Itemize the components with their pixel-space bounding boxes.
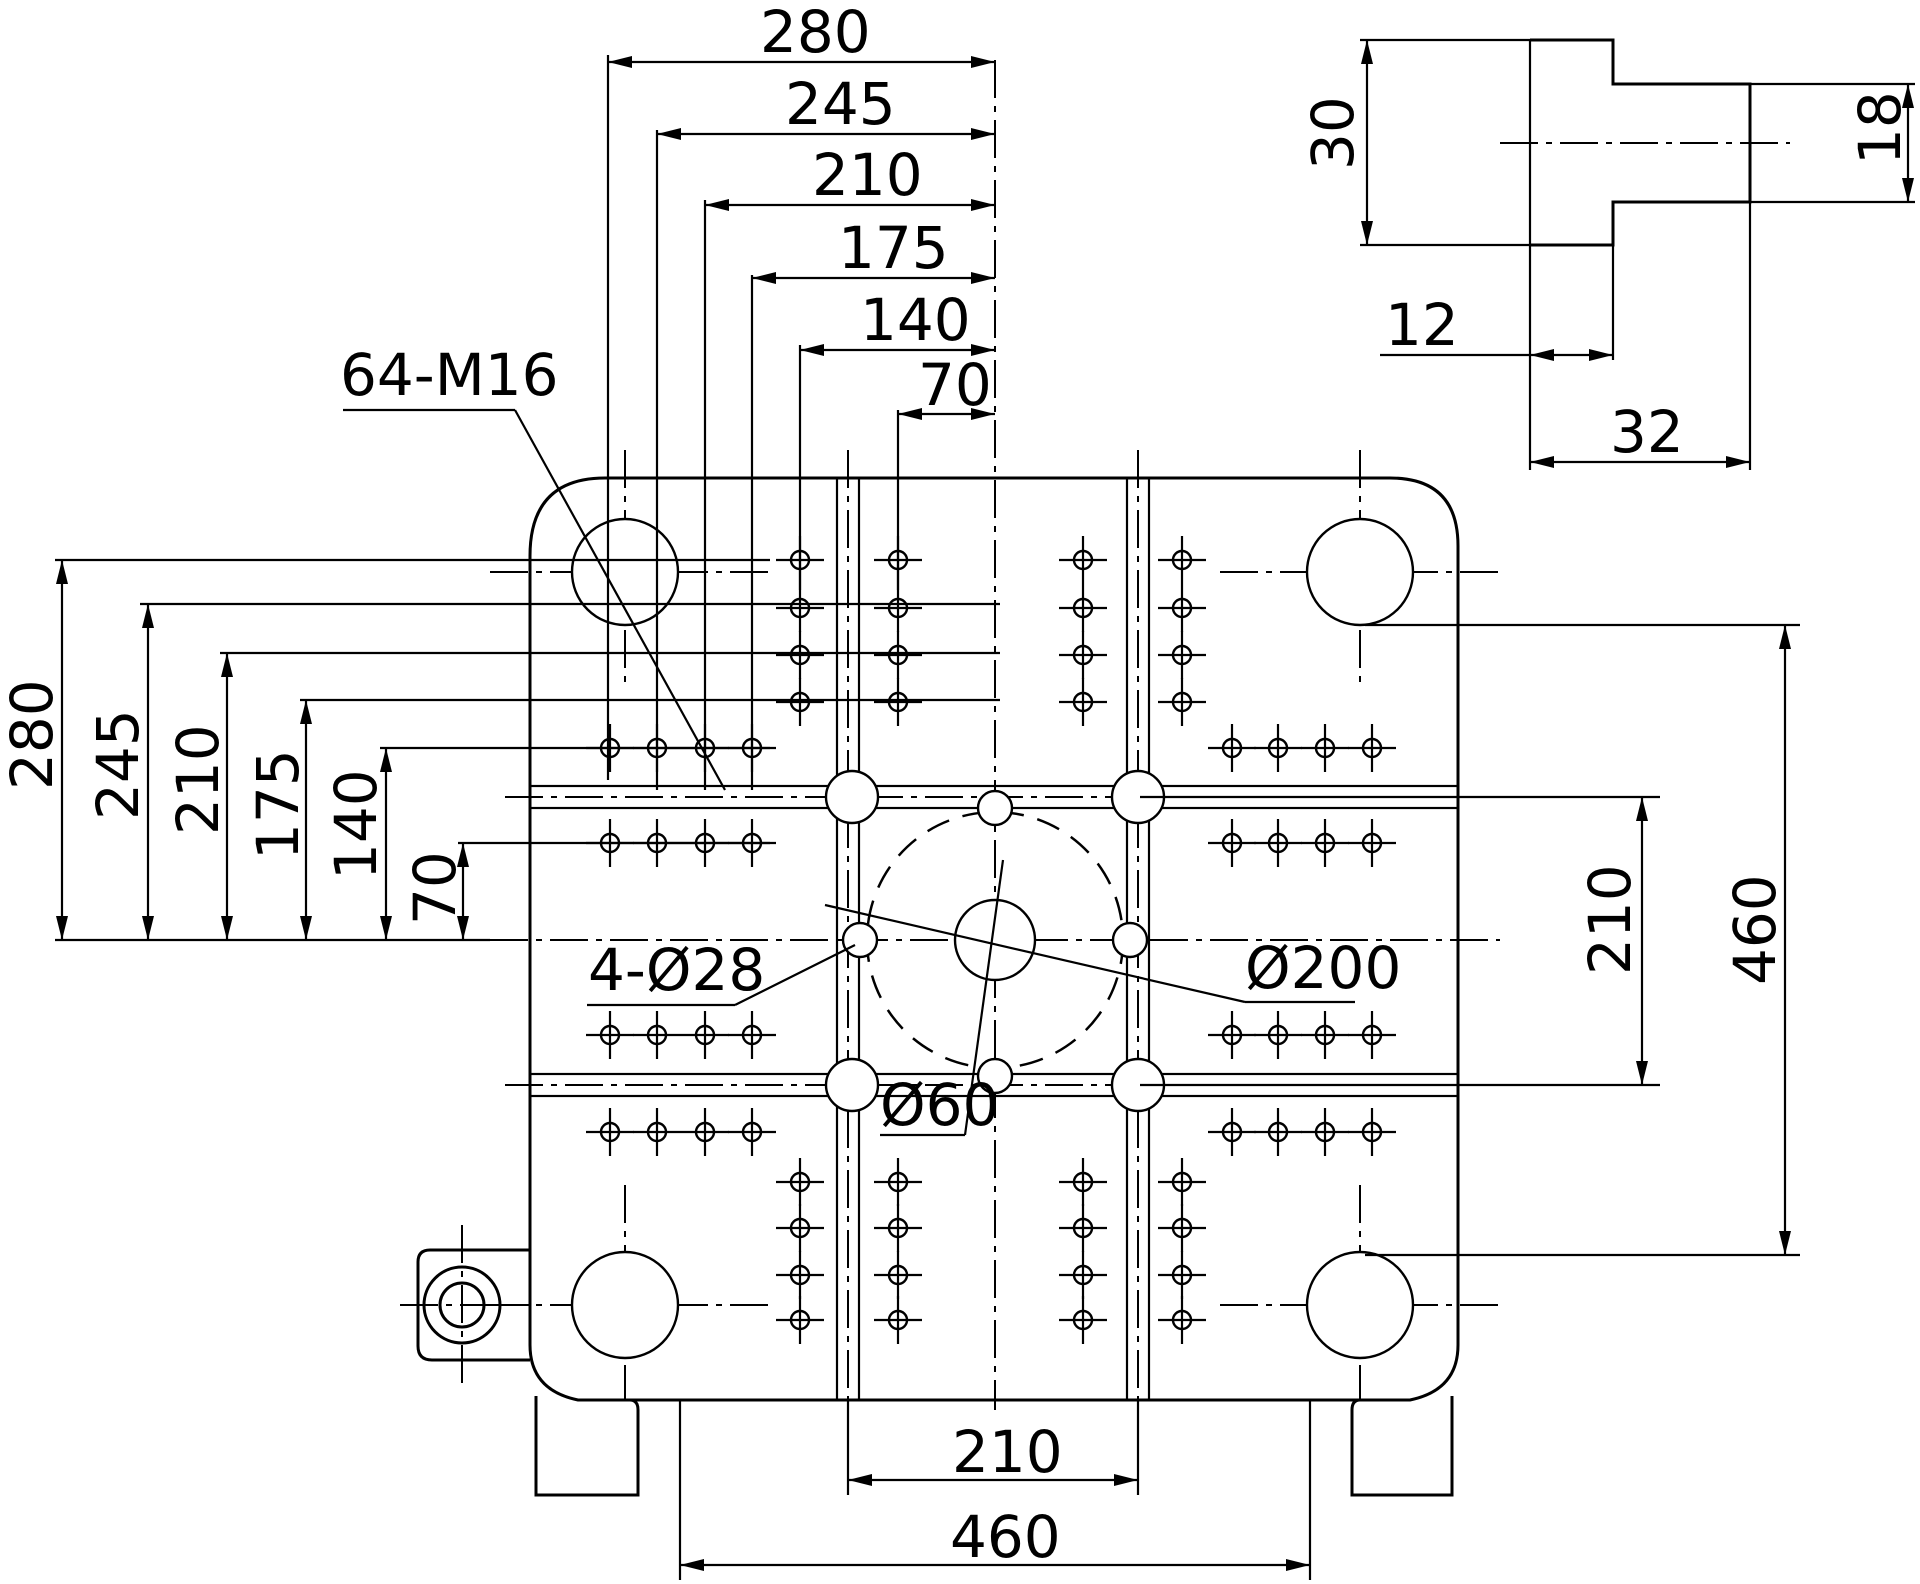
- arrowhead: [1589, 349, 1613, 361]
- top-dim-210: 210: [812, 141, 923, 209]
- top-dimensions: 280 245 210 175 140 70: [606, 0, 995, 790]
- arrowhead: [457, 843, 469, 867]
- left-dim-70: 70: [401, 851, 469, 925]
- arrowhead: [1361, 40, 1373, 64]
- detail-dim-12: 12: [1385, 291, 1459, 359]
- arrowhead: [1779, 625, 1791, 649]
- arrowhead: [971, 272, 995, 284]
- arrowhead: [705, 199, 729, 211]
- arrowhead: [1530, 456, 1554, 468]
- left-dim-280: 280: [0, 679, 66, 790]
- arrowhead: [380, 916, 392, 940]
- arrowhead: [971, 344, 995, 356]
- dimension-arrows: [56, 40, 1914, 1571]
- arrowhead: [971, 56, 995, 68]
- detail-dim-18: 18: [1846, 91, 1914, 165]
- threaded-holes: [586, 536, 1396, 1344]
- arrowhead: [1902, 84, 1914, 108]
- arrowhead: [457, 916, 469, 940]
- center-features: [824, 769, 1166, 1113]
- center-hole-label: Ø60: [880, 1071, 999, 1139]
- arrowhead: [1726, 456, 1750, 468]
- arrowhead: [752, 272, 776, 284]
- arrowhead: [1902, 178, 1914, 202]
- arrowhead: [1530, 349, 1554, 361]
- arrowhead: [1636, 1061, 1648, 1085]
- left-dim-210: 210: [164, 724, 232, 835]
- left-dim-245: 245: [84, 709, 152, 820]
- arrowhead: [221, 916, 233, 940]
- tie-bar-hole-bottom-left: [570, 1250, 680, 1360]
- arrowhead: [1286, 1559, 1310, 1571]
- bottom-dim-460: 460: [950, 1503, 1061, 1571]
- tie-bar-hole-top-right: [1305, 517, 1415, 627]
- right-dim-210: 210: [1576, 864, 1644, 975]
- top-dim-175: 175: [838, 214, 949, 282]
- top-dim-280: 280: [760, 0, 871, 66]
- tie-bar-holes: [570, 517, 1415, 1360]
- right-dim-460: 460: [1721, 874, 1789, 985]
- top-dim-70: 70: [918, 351, 992, 419]
- arrowhead: [800, 344, 824, 356]
- arrowhead: [142, 604, 154, 628]
- arrowhead: [657, 128, 681, 140]
- left-dim-175: 175: [244, 749, 312, 860]
- thread-holes-label: 64-M16: [340, 341, 559, 409]
- detail-dim-32: 32: [1610, 398, 1684, 466]
- arrowhead: [971, 199, 995, 211]
- bolt-circle-label: Ø200: [1245, 934, 1401, 1002]
- tie-bar-hole-bottom-right: [1305, 1250, 1415, 1360]
- arrowhead: [848, 1474, 872, 1486]
- arrowhead: [680, 1559, 704, 1571]
- center-lines: [400, 60, 1500, 1420]
- center-hole: [953, 898, 1037, 982]
- arrowhead: [1361, 221, 1373, 245]
- arrowhead: [300, 700, 312, 724]
- arrowhead: [898, 408, 922, 420]
- arrowhead: [1114, 1474, 1138, 1486]
- right-dimensions: 210 460: [1140, 623, 1800, 1257]
- arrowhead: [971, 128, 995, 140]
- arrowhead: [56, 560, 68, 584]
- bottom-dim-210: 210: [952, 1418, 1063, 1486]
- top-dim-140: 140: [860, 286, 971, 354]
- arrowhead: [608, 56, 632, 68]
- arrowhead: [380, 748, 392, 772]
- bottom-dimensions: 210 460: [678, 1400, 1312, 1580]
- arrowhead: [300, 916, 312, 940]
- tie-bar-hole-top-left: [570, 517, 680, 627]
- arrowhead: [142, 916, 154, 940]
- left-dimensions: 280 245 210 175 140 70: [0, 558, 1000, 942]
- arrowhead: [221, 653, 233, 677]
- left-dim-140: 140: [322, 769, 390, 880]
- t-slot-detail: 30 18 12 32: [1299, 38, 1915, 470]
- arrowhead: [1779, 1231, 1791, 1255]
- top-dim-245: 245: [785, 70, 896, 138]
- arrowhead: [56, 916, 68, 940]
- arrowhead: [1636, 797, 1648, 821]
- arrowhead: [971, 408, 995, 420]
- small-holes-label: 4-Ø28: [588, 936, 765, 1004]
- leader-labels: 64-M16 4-Ø28 Ø60 Ø200: [340, 341, 1401, 1139]
- detail-dim-30: 30: [1299, 96, 1367, 170]
